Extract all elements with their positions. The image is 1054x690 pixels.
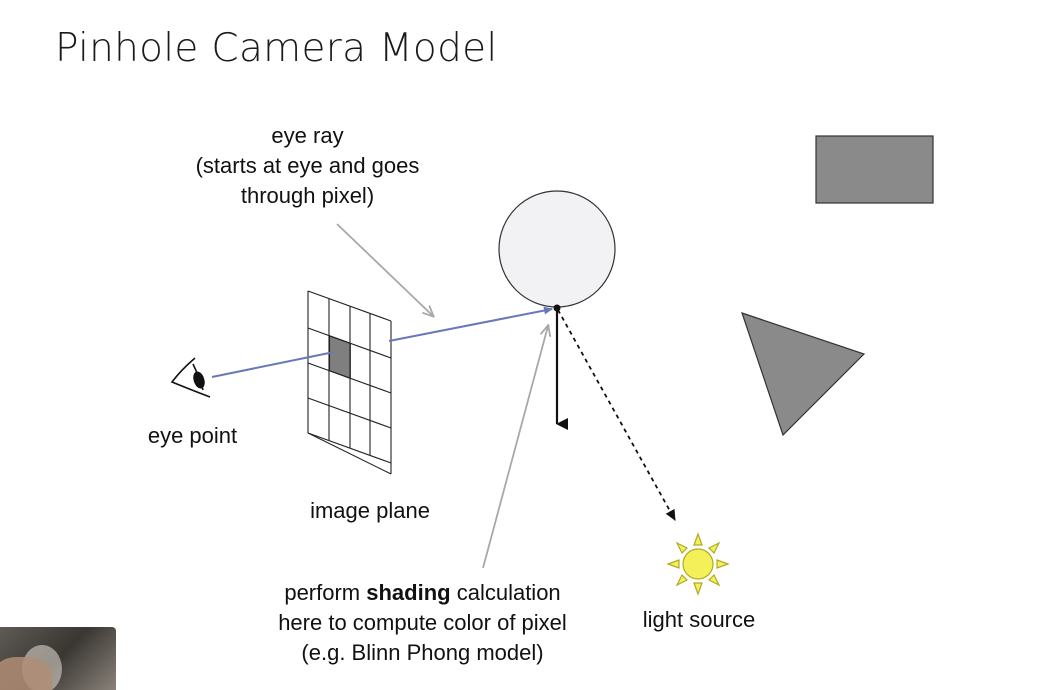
shading-label: perform shading calculation here to comp… bbox=[240, 578, 605, 668]
eye-ray-label-line-2: (starts at eye and goes bbox=[195, 153, 420, 178]
shading-label-bold: shading bbox=[366, 580, 451, 605]
eye-ray-segment-1 bbox=[211, 351, 335, 378]
shading-label-prefix: perform bbox=[284, 580, 367, 605]
shading-label-line-3: (e.g. Blinn Phong model) bbox=[301, 640, 544, 665]
image-plane-label: image plane bbox=[310, 498, 430, 523]
shading-pointer bbox=[482, 326, 548, 569]
eye-ray-segment-2 bbox=[388, 306, 553, 342]
sun-icon bbox=[666, 532, 730, 596]
triangle-object bbox=[741, 312, 866, 437]
eye-ray-label: eye ray (starts at eye and goes through … bbox=[160, 121, 455, 211]
eye-ray-label-line-1: eye ray bbox=[271, 123, 344, 148]
shadow-ray bbox=[557, 309, 676, 521]
eye-point-label: eye point bbox=[147, 423, 238, 448]
eye-ray-label-line-3: through pixel) bbox=[240, 183, 375, 208]
slide-title: Pinhole Camera Model bbox=[55, 26, 498, 71]
rectangle-object bbox=[815, 135, 934, 204]
image-plane-grid bbox=[307, 290, 392, 475]
light-source-label: light source bbox=[642, 607, 756, 632]
shading-label-line-1: perform shading calculation bbox=[240, 578, 605, 608]
eye-ray-pointer bbox=[336, 223, 433, 316]
sphere-object bbox=[498, 190, 616, 308]
shading-label-line-2: here to compute color of pixel bbox=[278, 610, 567, 635]
eye-icon bbox=[170, 357, 211, 398]
shading-label-suffix: calculation bbox=[450, 580, 561, 605]
webcam-thumbnail bbox=[0, 627, 116, 690]
